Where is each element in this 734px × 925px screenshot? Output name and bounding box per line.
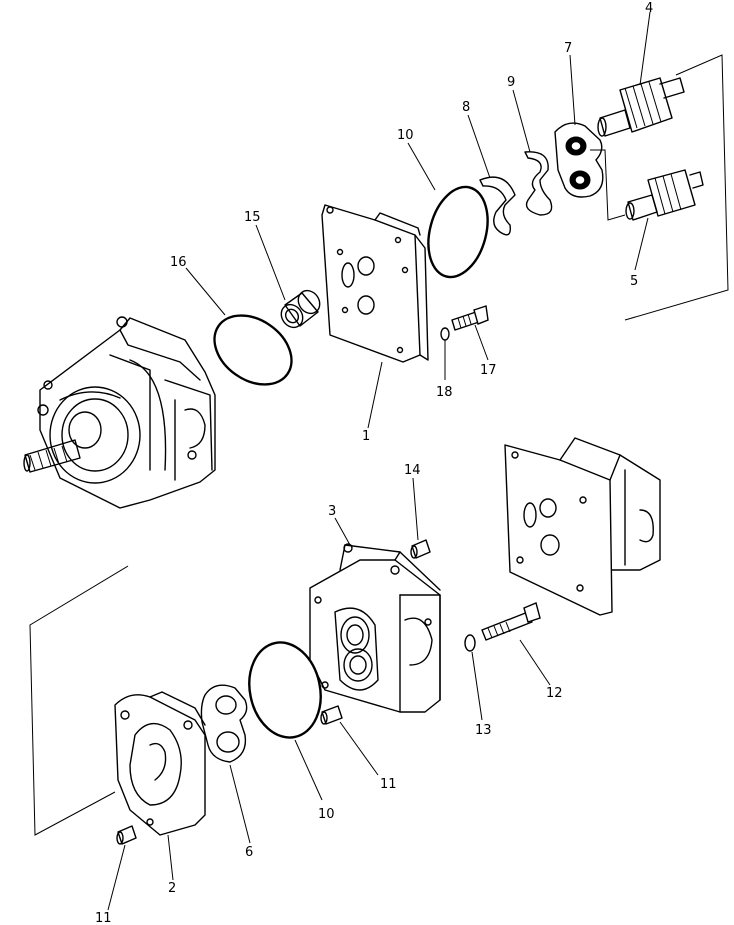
label-part-18: 18 (436, 385, 453, 400)
label-part-13: 13 (475, 723, 492, 738)
assembly-bracket-upper (624, 54, 729, 321)
gasket-6 (200, 684, 248, 763)
label-part-11-middle: 11 (380, 777, 397, 792)
leader-lines (107, 11, 651, 911)
assembly-bracket-lower (29, 565, 129, 836)
part-number-labels: 4 7 9 8 10 15 16 5 17 18 1 14 3 12 13 11… (95, 1, 653, 925)
bolt-12 (481, 602, 541, 641)
label-part-10-upper: 10 (397, 128, 414, 143)
label-part-14: 14 (404, 463, 421, 478)
label-part-4: 4 (645, 1, 653, 16)
label-part-3: 3 (328, 504, 336, 519)
label-part-12: 12 (546, 686, 563, 701)
label-part-2: 2 (168, 881, 176, 896)
label-part-1: 1 (362, 429, 370, 444)
drive-gear-4 (597, 77, 685, 137)
label-part-5: 5 (630, 274, 638, 289)
o-ring-16 (213, 314, 293, 386)
label-part-16: 16 (170, 255, 187, 270)
pin-11-lower (116, 825, 137, 845)
pin-11-middle (320, 705, 343, 725)
label-part-17: 17 (480, 363, 497, 378)
upper-pump-assembly (23, 316, 216, 509)
bushing-15 (280, 289, 321, 329)
driven-gear-5 (625, 169, 704, 221)
bearing-plate-7 (554, 122, 604, 198)
pin-14 (410, 539, 431, 559)
washer-18 (440, 327, 450, 341)
label-part-8: 8 (462, 100, 470, 115)
label-part-6: 6 (245, 845, 253, 860)
washer-13 (464, 634, 476, 652)
o-ring-10-upper (427, 185, 489, 279)
label-part-10-lower: 10 (318, 807, 335, 822)
seal-9 (524, 151, 553, 216)
label-part-7: 7 (564, 41, 572, 56)
bolt-17 (451, 305, 489, 331)
label-part-15: 15 (244, 210, 261, 225)
rear-housing (504, 437, 661, 616)
gear-body-3 (309, 543, 441, 713)
o-ring-10-lower (248, 641, 322, 739)
front-cover-2 (114, 691, 206, 836)
label-part-9: 9 (507, 75, 515, 90)
label-part-11-lower: 11 (95, 911, 112, 925)
cover-plate-1 (321, 204, 429, 363)
seal-8 (479, 176, 516, 236)
